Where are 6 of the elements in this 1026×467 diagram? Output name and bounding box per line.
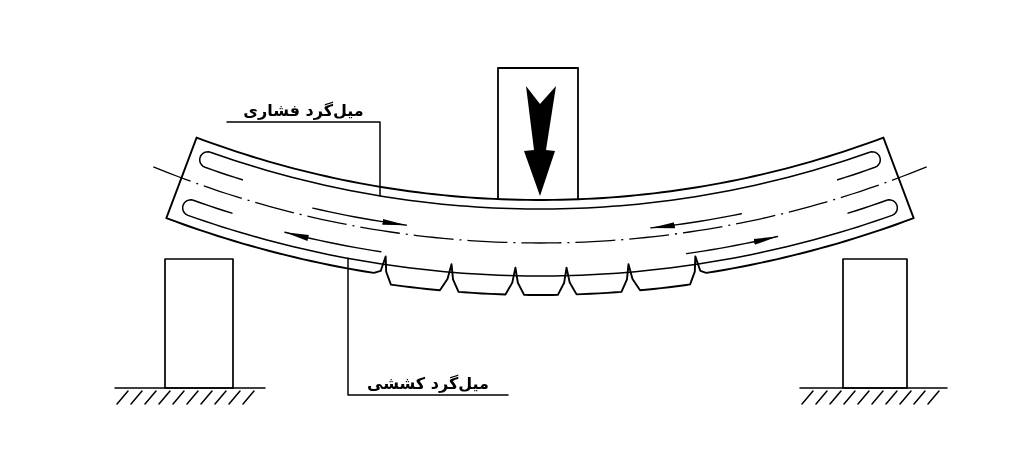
leader-line xyxy=(226,121,381,197)
leader-line xyxy=(347,257,509,396)
callout-label: میل‌گرد کششی xyxy=(348,374,508,394)
callout-label: میل‌گرد فشاری xyxy=(227,101,380,121)
rebar xyxy=(181,199,899,277)
rebar xyxy=(199,151,881,210)
